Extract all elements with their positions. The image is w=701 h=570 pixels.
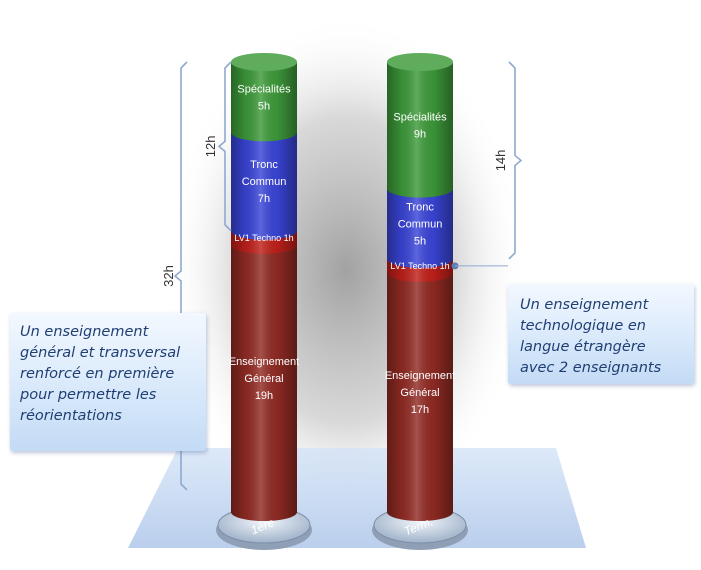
bar-segment <box>231 132 297 240</box>
platform <box>128 448 586 548</box>
callout-left-line: renforcé en première <box>20 366 175 382</box>
callout-left: Un enseignement général et transversal r… <box>10 313 206 451</box>
bar-segment <box>387 188 453 268</box>
bracket <box>173 61 188 491</box>
bracket <box>508 61 523 260</box>
callout-left-line: pour permettre les <box>20 387 157 403</box>
callout-left-line: général et transversal <box>20 345 181 361</box>
callout-right: Un enseignement technologique en langue … <box>508 284 694 384</box>
callout-right-line: technologique en <box>520 318 646 334</box>
callout-right-line: langue étrangère <box>520 339 646 355</box>
bar-segment <box>231 53 297 142</box>
segment-label: LV1 Techno 1h <box>234 233 293 243</box>
bar-segment <box>387 53 453 198</box>
callout-right-line: avec 2 enseignants <box>520 360 662 376</box>
callout-left-line: réorientations <box>20 408 122 424</box>
brackets: 32h 12h 14h <box>161 61 523 491</box>
callout-right-line: Un enseignement <box>520 297 649 313</box>
cylinder-segments <box>231 53 453 521</box>
bar-segment <box>387 272 453 521</box>
callout-left-line: Un enseignement <box>20 324 149 340</box>
bracket-label: 14h <box>493 150 508 172</box>
bar-segment <box>231 244 297 521</box>
bracket-label: 32h <box>161 265 176 287</box>
segment-label: LV1 Techno 1h <box>390 261 449 271</box>
bracket <box>217 61 232 232</box>
bracket-label: 12h <box>203 136 218 158</box>
